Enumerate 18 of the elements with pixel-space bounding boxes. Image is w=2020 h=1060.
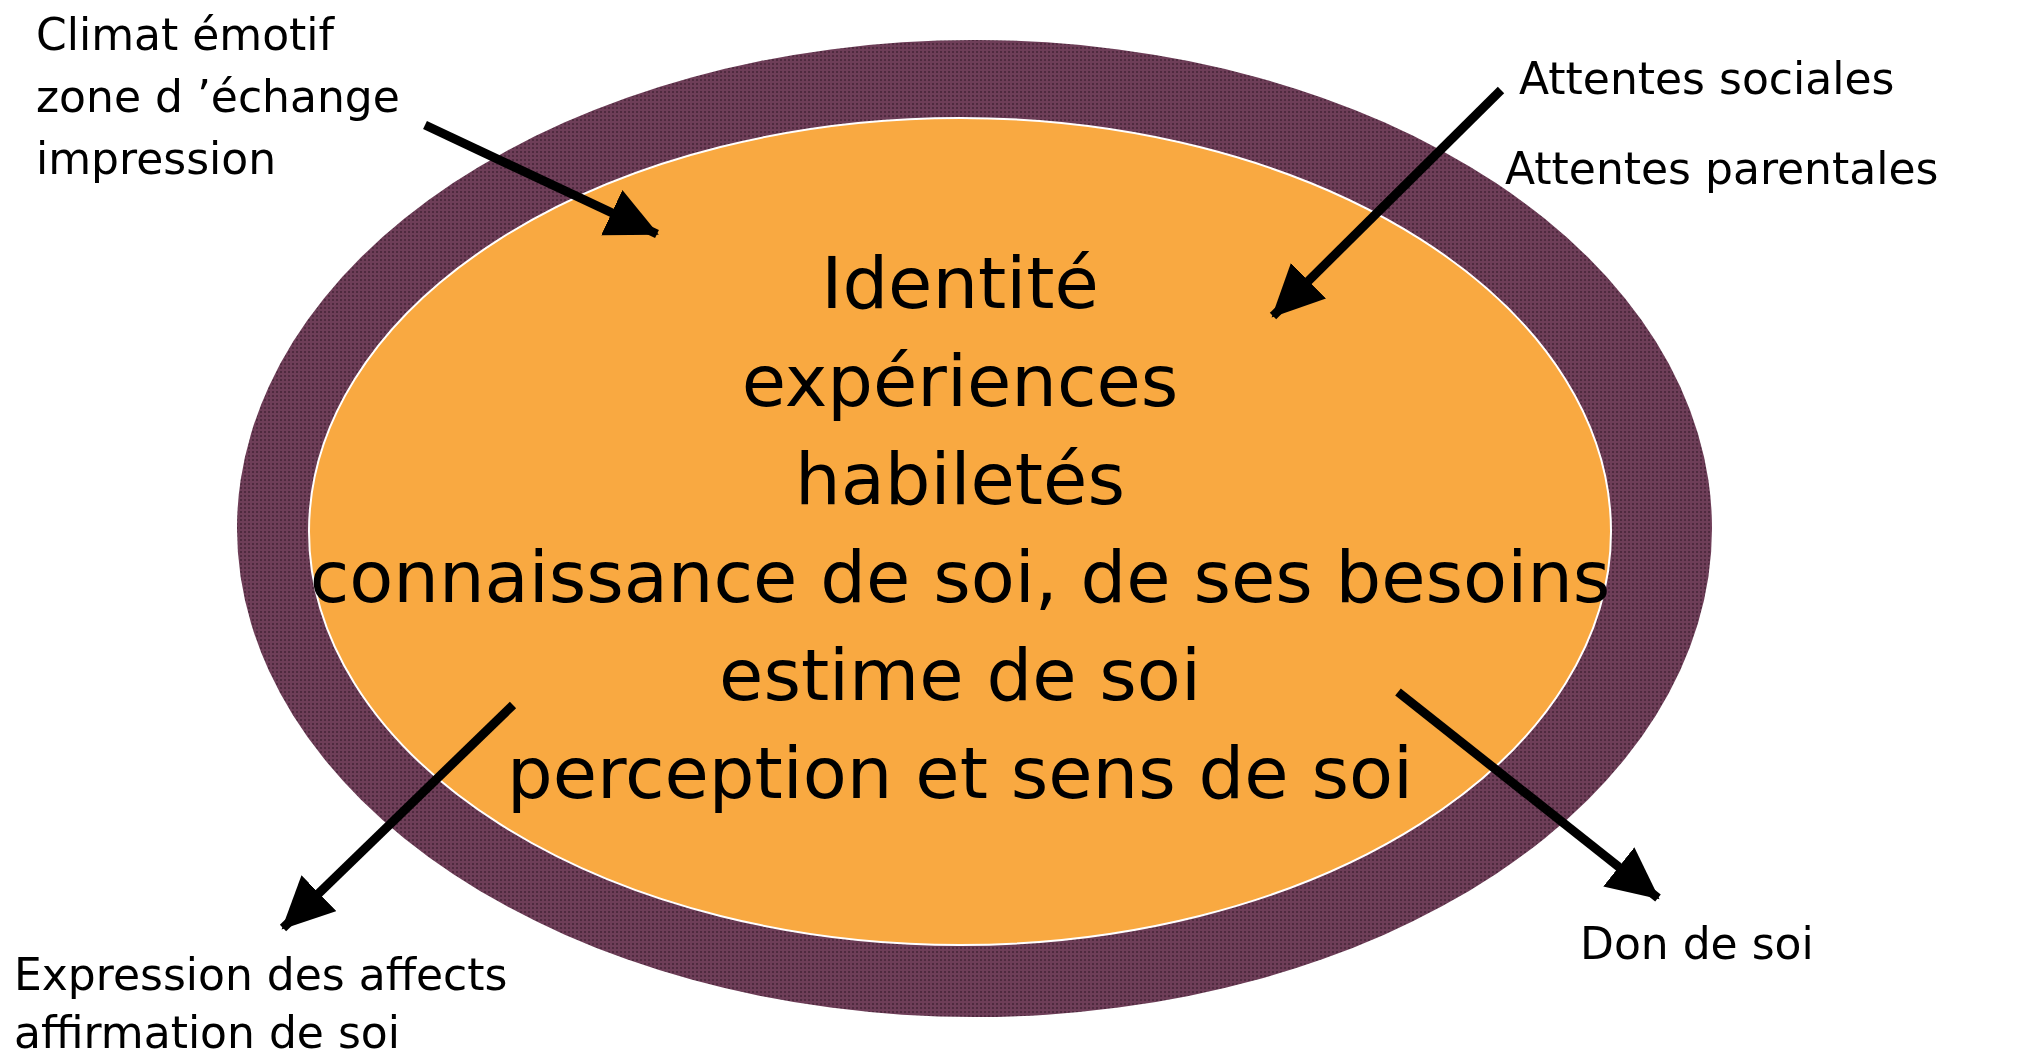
side-text: Attentes sociales xyxy=(1519,53,1895,104)
center-text: Identité xyxy=(821,241,1099,325)
center-text: perception et sens de soi xyxy=(506,731,1414,815)
side-text: Climat émotif xyxy=(36,9,335,60)
side-text: Expression des affects xyxy=(14,949,508,1000)
side-text: Don de soi xyxy=(1580,918,1814,969)
arrow xyxy=(423,120,659,239)
center-text: connaissance de soi, de ses besoins xyxy=(309,535,1611,619)
arrow xyxy=(1269,86,1505,320)
side-text: impression xyxy=(36,133,277,184)
arrow xyxy=(1395,688,1661,902)
side-text: zone d ’échange xyxy=(36,71,400,122)
center-text: expériences xyxy=(741,339,1179,423)
center-text: habiletés xyxy=(795,437,1125,521)
center-text: estime de soi xyxy=(719,633,1201,717)
side-text: Attentes parentales xyxy=(1505,143,1939,194)
side-text: affirmation de soi xyxy=(14,1007,400,1058)
arrow xyxy=(279,701,517,932)
